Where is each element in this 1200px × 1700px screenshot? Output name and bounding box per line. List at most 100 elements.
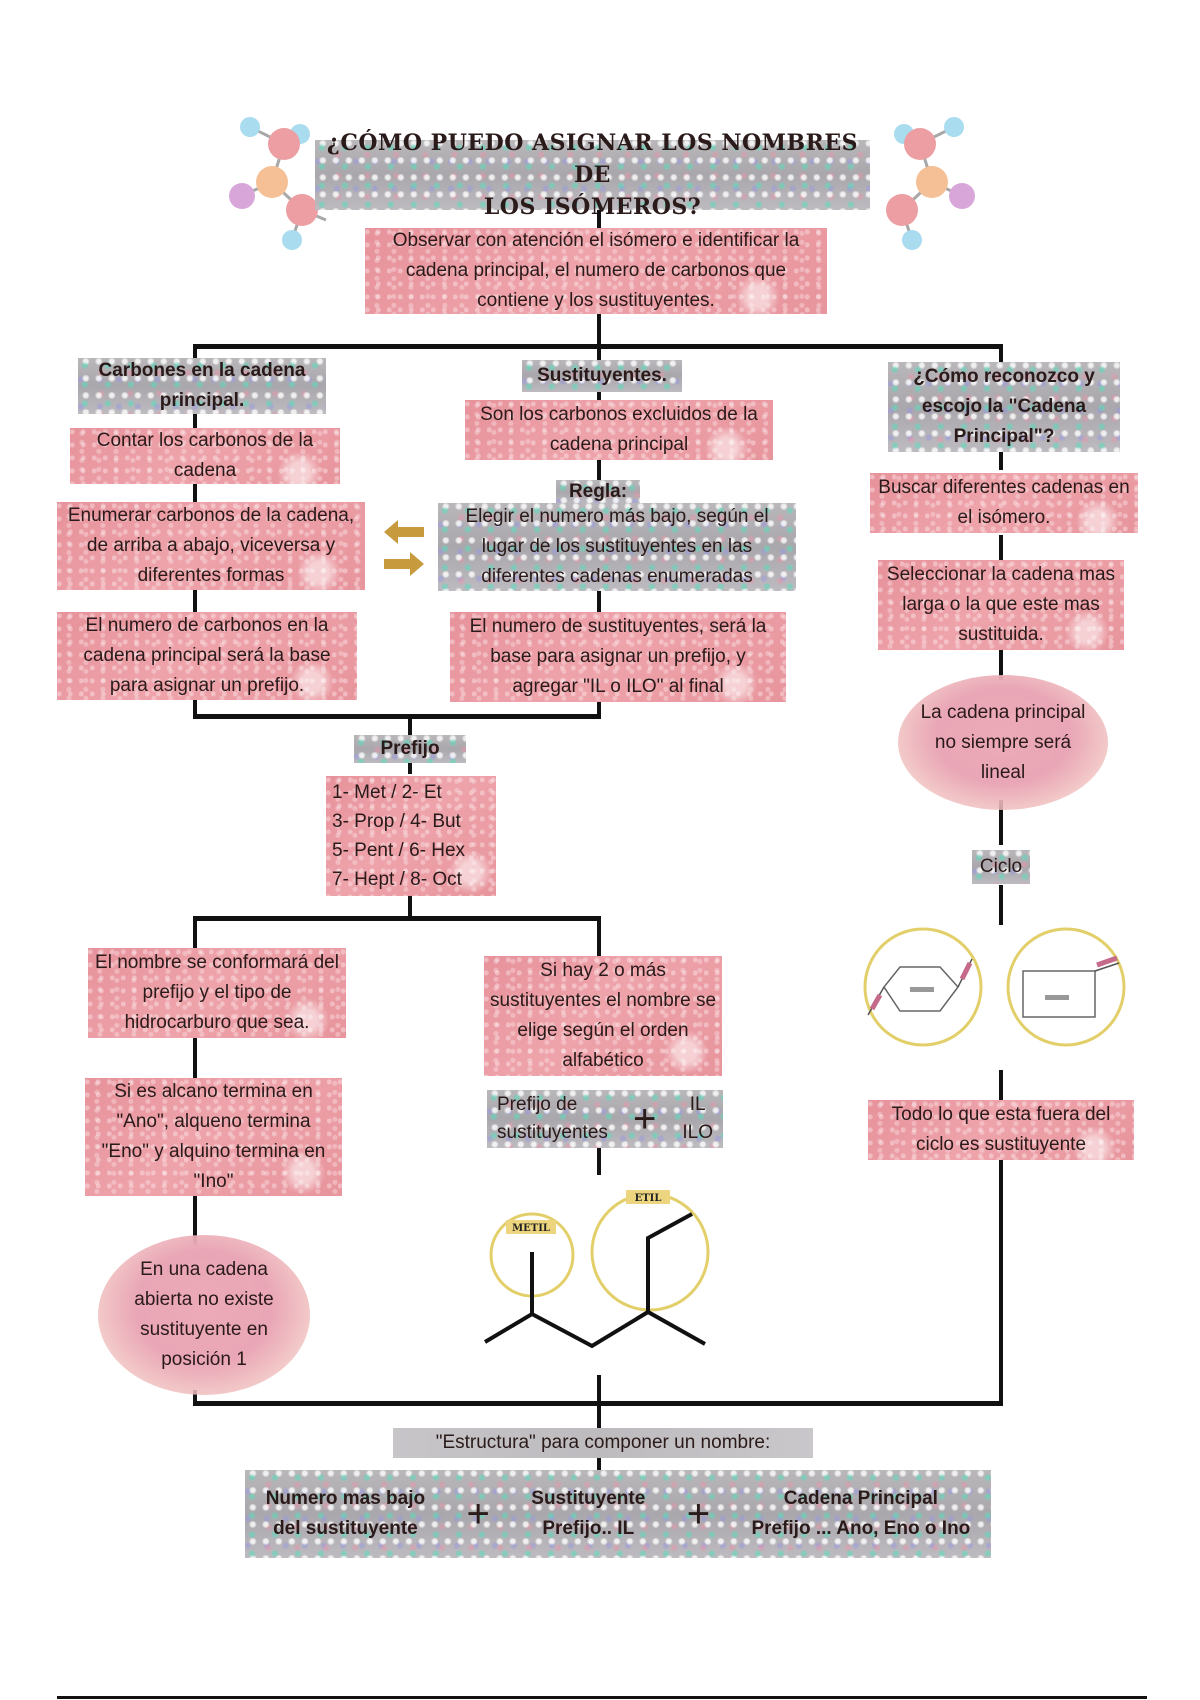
middle-branch-step-1-text: Son los carbonos excluidos de la cadena … bbox=[480, 404, 758, 455]
skeletal-molecule-icon: METIL ETIL bbox=[483, 1190, 710, 1349]
prefijo-row: 7- Hept / 8- Oct bbox=[332, 869, 462, 890]
lower-left-step-2: Si es alcano termina en "Ano", alqueno t… bbox=[85, 1078, 342, 1196]
structure-part-2-line-1: Sustituyente bbox=[531, 1488, 646, 1509]
right-branch-step-1: Buscar diferentes cadenas en el isómero. bbox=[870, 473, 1138, 533]
lower-left-step-1: El nombre se conformará del prefijo y el… bbox=[88, 948, 346, 1038]
formula-right-ilo: ILO bbox=[682, 1122, 713, 1143]
connector bbox=[999, 1070, 1003, 1100]
connector bbox=[193, 1030, 197, 1080]
middle-branch-heading-text: Sustituyentes. bbox=[537, 365, 667, 386]
structure-formula: Numero mas bajo del sustituyente + Susti… bbox=[245, 1470, 991, 1558]
left-branch-heading: Carbones en la cadena principal. bbox=[78, 358, 326, 414]
plus-icon: + bbox=[466, 1492, 490, 1536]
title-line-2: LOS ISÓMEROS? bbox=[483, 194, 702, 220]
connector bbox=[193, 1195, 197, 1245]
structure-part-2-line-2: Prefijo.. IL bbox=[542, 1518, 635, 1539]
lower-middle-step-1-text: Si hay 2 o más sustituyentes el nombre s… bbox=[490, 960, 717, 1071]
right-branch-heading: ¿Cómo reconozco y escojo la "Cadena Prin… bbox=[888, 362, 1120, 452]
structure-part-1-line-1: Numero mas bajo bbox=[265, 1488, 426, 1509]
connector bbox=[193, 1401, 1003, 1406]
structure-part-3-line-1: Cadena Principal bbox=[783, 1488, 938, 1509]
structure-label: "Estructura" para componer un nombre: bbox=[393, 1428, 813, 1458]
right-cloud-note: La cadena principal no siempre será line… bbox=[898, 675, 1108, 810]
label-metil: METIL bbox=[512, 1223, 550, 1234]
right-branch-step-2: Seleccionar la cadena mas larga o la que… bbox=[878, 560, 1124, 650]
connector bbox=[193, 916, 197, 956]
substituent-formula: Prefijo de sustituyentes + IL ILO bbox=[487, 1090, 723, 1148]
right-branch-step-1-text: Buscar diferentes cadenas en el isómero. bbox=[878, 477, 1130, 528]
connector bbox=[999, 800, 1003, 845]
left-branch-step-2: Enumerar carbonos de la cadena, de arrib… bbox=[57, 502, 365, 590]
structure-part-1-line-2: del sustituyente bbox=[273, 1518, 418, 1539]
ciclo-note-text: Todo lo que esta fuera del ciclo es sust… bbox=[891, 1104, 1111, 1155]
right-cloud-note-text: La cadena principal no siempre será line… bbox=[920, 701, 1086, 783]
label-etil: ETIL bbox=[635, 1193, 662, 1204]
connector bbox=[193, 344, 197, 364]
connector bbox=[999, 440, 1003, 470]
left-branch-step-1-text: Contar los carbonos de la cadena bbox=[96, 430, 314, 481]
middle-branch-heading: Sustituyentes. bbox=[522, 360, 682, 392]
left-branch-step-3: El numero de carbonos en la cadena princ… bbox=[57, 612, 357, 700]
lower-middle-step-1: Si hay 2 o más sustituyentes el nombre s… bbox=[484, 956, 722, 1076]
connector bbox=[193, 1390, 197, 1405]
prefijo-list: 1- Met / 2- Et 3- Prop / 4- But 5- Pent … bbox=[326, 776, 496, 896]
rule-label-text: Regla: bbox=[568, 481, 628, 502]
connector bbox=[193, 714, 601, 719]
rule-label: Regla: bbox=[556, 480, 640, 504]
structure-part-2: Sustituyente Prefijo.. IL bbox=[531, 1484, 645, 1544]
connector bbox=[408, 890, 412, 920]
formula-left: Prefijo de sustituyentes bbox=[497, 1094, 608, 1143]
connector bbox=[597, 210, 601, 230]
connector bbox=[999, 885, 1003, 925]
lower-left-step-2-text: Si es alcano termina en "Ano", alqueno t… bbox=[101, 1081, 326, 1192]
lower-left-step-1-text: El nombre se conformará del prefijo y el… bbox=[95, 952, 339, 1033]
intro-box: Observar con atención el isómero e ident… bbox=[365, 228, 827, 314]
middle-branch-step-3: El numero de sustituyentes, será la base… bbox=[450, 612, 786, 702]
cyclobutane-ring-icon bbox=[1006, 927, 1126, 1047]
left-branch-step-2-text: Enumerar carbonos de la cadena, de arrib… bbox=[67, 505, 355, 586]
plus-icon: + bbox=[633, 1097, 657, 1141]
middle-branch-step-3-text: El numero de sustituyentes, será la base… bbox=[469, 616, 767, 697]
ciclo-label: Ciclo bbox=[972, 850, 1030, 884]
structure-part-3-line-2: Prefijo ... Ano, Eno o Ino bbox=[751, 1518, 971, 1539]
connector bbox=[597, 312, 601, 348]
lower-left-cloud-note: En una cadena abierta no existe sustituy… bbox=[98, 1235, 310, 1395]
right-branch-heading-text: ¿Cómo reconozco y escojo la "Cadena Prin… bbox=[913, 366, 1095, 447]
connector bbox=[999, 650, 1003, 680]
formula-right-il: IL bbox=[689, 1094, 706, 1115]
connector bbox=[597, 1145, 601, 1175]
right-branch-step-2-text: Seleccionar la cadena mas larga o la que… bbox=[886, 564, 1116, 645]
title-line-1: ¿CÓMO PUEDO ASIGNAR LOS NOMBRES DE bbox=[326, 130, 859, 188]
rule-text: Elegir el numero más bajo, según el luga… bbox=[465, 506, 769, 587]
structure-part-3: Cadena Principal Prefijo ... Ano, Eno o … bbox=[751, 1484, 970, 1544]
connector bbox=[597, 1375, 601, 1475]
structure-part-1: Numero mas bajo del sustituyente bbox=[266, 1484, 425, 1544]
rule-box: Elegir el numero más bajo, según el luga… bbox=[438, 503, 796, 591]
middle-branch-step-1: Son los carbonos excluidos de la cadena … bbox=[465, 400, 773, 460]
left-branch-step-3-text: El numero de carbonos en la cadena princ… bbox=[83, 615, 331, 696]
lower-left-cloud-note-text: En una cadena abierta no existe sustituy… bbox=[134, 1259, 274, 1370]
intro-text: Observar con atención el isómero e ident… bbox=[392, 230, 800, 311]
plus-icon: + bbox=[686, 1492, 711, 1536]
ciclo-note: Todo lo que esta fuera del ciclo es sust… bbox=[868, 1100, 1134, 1160]
connector bbox=[193, 344, 1003, 349]
swap-arrows-icon bbox=[384, 520, 424, 576]
connector bbox=[193, 916, 601, 921]
molecule-decoration-left-icon bbox=[229, 117, 327, 250]
molecule-decoration-right-icon bbox=[886, 117, 975, 250]
prefijo-label-text: Prefijo bbox=[380, 738, 440, 759]
footer-divider bbox=[57, 1696, 1147, 1699]
connector bbox=[999, 535, 1003, 560]
left-branch-heading-text: Carbones en la cadena principal. bbox=[98, 360, 306, 411]
formula-right: IL ILO bbox=[682, 1091, 713, 1147]
prefijo-label: Prefijo bbox=[354, 735, 466, 763]
connector bbox=[597, 916, 601, 956]
prefijo-row: 3- Prop / 4- But bbox=[332, 811, 461, 832]
left-branch-step-1: Contar los carbonos de la cadena bbox=[70, 428, 340, 484]
cyclohexane-ring-icon bbox=[863, 927, 983, 1047]
connector bbox=[999, 1160, 1003, 1406]
prefijo-row: 5- Pent / 6- Hex bbox=[332, 840, 466, 861]
structure-label-text: "Estructura" para componer un nombre: bbox=[435, 1432, 771, 1453]
ciclo-label-text: Ciclo bbox=[979, 856, 1023, 877]
page-title: ¿CÓMO PUEDO ASIGNAR LOS NOMBRES DE LOS I… bbox=[315, 130, 870, 220]
